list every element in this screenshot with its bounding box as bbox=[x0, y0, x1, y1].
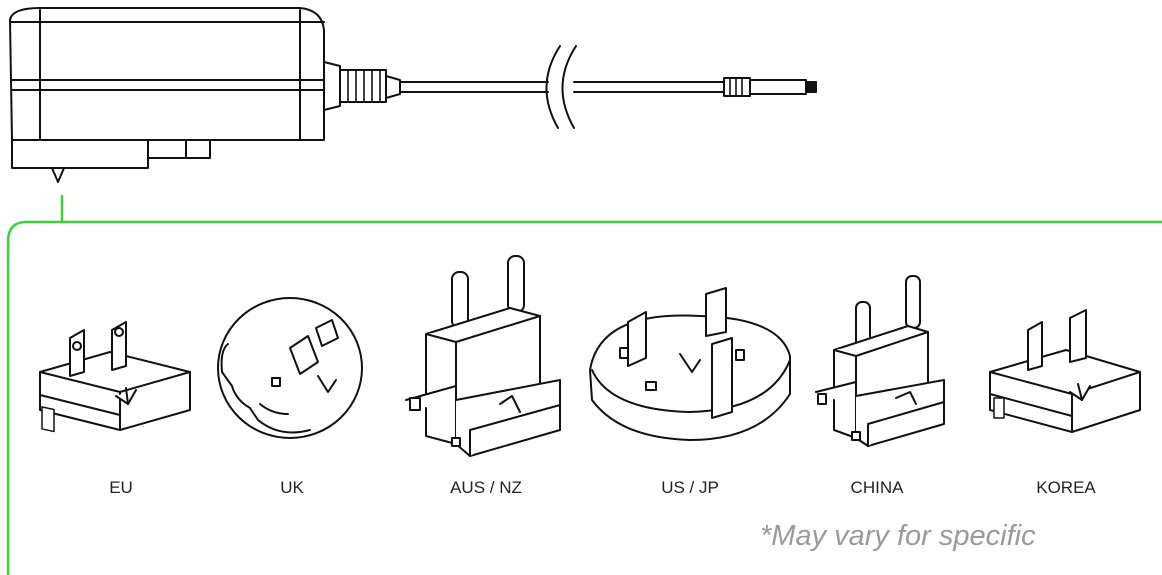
plug-label-uk: UK bbox=[280, 478, 304, 497]
plug-korea-drawing bbox=[989, 309, 1141, 433]
adapter-cable bbox=[323, 45, 817, 129]
adapter-body bbox=[9, 7, 325, 183]
plug-label-china: CHINA bbox=[850, 478, 904, 497]
availability-note: *May vary for specific bbox=[760, 520, 1036, 552]
plug-china-drawing bbox=[815, 275, 945, 447]
plug-eu-drawing bbox=[39, 321, 191, 433]
plug-label-korea: KOREA bbox=[1036, 478, 1096, 497]
plug-label-eu: EU bbox=[109, 478, 133, 497]
plug-label-us-jp: US / JP bbox=[661, 478, 719, 497]
plug-us-jp-drawing bbox=[589, 287, 791, 441]
plug-uk-drawing bbox=[217, 297, 363, 439]
plug-aus-nz-drawing bbox=[405, 255, 561, 457]
adapter-options-frame bbox=[6, 194, 1162, 575]
plug-label-aus-nz: AUS / NZ bbox=[450, 478, 522, 497]
